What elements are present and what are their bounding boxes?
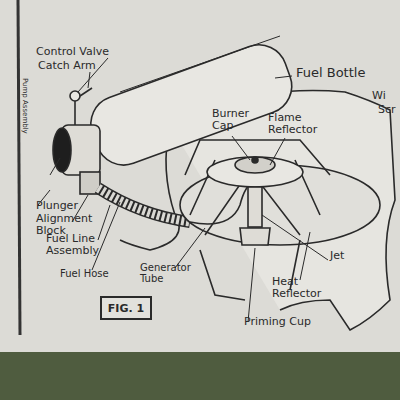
valve-stem xyxy=(74,100,76,125)
jet-body xyxy=(248,187,262,227)
part-label: Control Valve xyxy=(36,46,126,58)
catch-arm xyxy=(80,88,92,96)
leader-line xyxy=(98,205,110,240)
figure-box: FIG. 1 xyxy=(100,296,152,320)
fuel-hose-braid xyxy=(98,188,190,222)
leader-line xyxy=(88,72,90,88)
burner-cap xyxy=(235,157,275,173)
part-label: Catch Arm xyxy=(38,60,108,72)
part-label: Fuel Bottle xyxy=(296,66,386,80)
part-label: Plunger xyxy=(36,200,96,212)
part-label: Wi xyxy=(372,90,400,102)
part-label: Heat Reflector xyxy=(272,276,338,300)
leader-line xyxy=(38,158,60,205)
leader-line xyxy=(275,76,292,78)
control-valve xyxy=(70,91,80,101)
leader-line xyxy=(300,232,310,280)
leader-line xyxy=(270,138,285,165)
page-rule xyxy=(18,0,20,335)
leader-line xyxy=(262,215,328,260)
fuel-hose xyxy=(98,188,190,222)
burner-top xyxy=(252,157,258,163)
fabric-background xyxy=(0,352,400,400)
part-label: Flame Reflector xyxy=(268,112,330,136)
part-label: Fuel Hose xyxy=(60,268,130,279)
part-label: Pump Assembly xyxy=(21,78,29,134)
paper xyxy=(0,0,400,352)
bottle-highlight xyxy=(120,36,280,92)
part-label: Generator Tube xyxy=(140,262,202,284)
part-label: Fuel Line Assembly xyxy=(46,233,110,257)
figure-number: FIG. 1 xyxy=(108,302,144,315)
part-label: Burner Cap xyxy=(212,108,258,132)
part-label: Priming Cup xyxy=(244,316,334,328)
leader-line xyxy=(248,248,255,322)
priming-cup xyxy=(240,228,270,245)
leader-line xyxy=(92,202,120,270)
flame-reflector xyxy=(207,157,303,187)
fuel-bottle xyxy=(83,37,300,173)
part-label: Jet xyxy=(330,250,370,262)
leader-line xyxy=(232,136,250,160)
part-label: Scr xyxy=(378,104,400,116)
